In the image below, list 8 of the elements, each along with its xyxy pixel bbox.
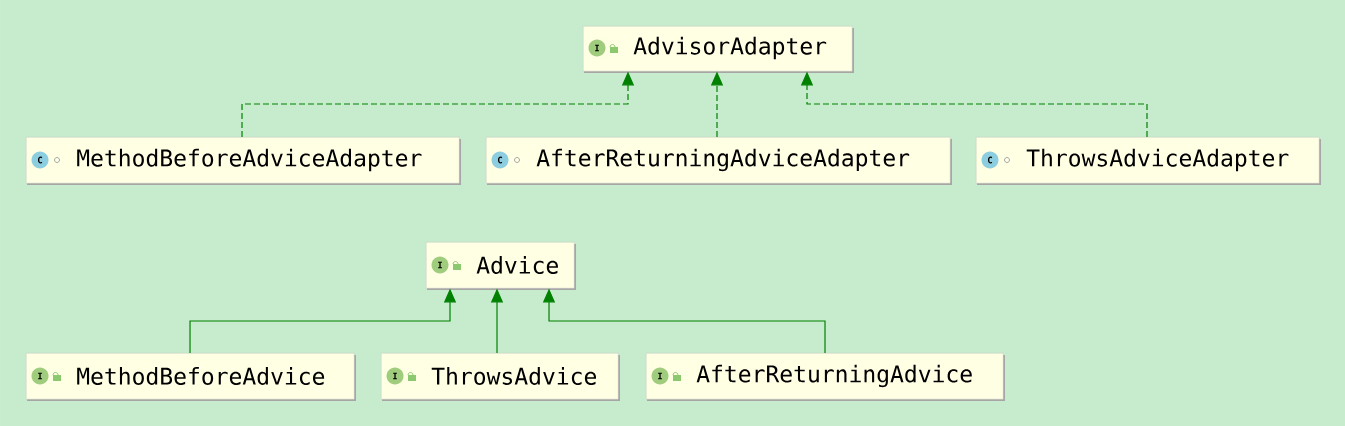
- type-badge: I: [386, 367, 404, 385]
- type-badge: C: [981, 151, 999, 169]
- type-badge: C: [491, 151, 509, 169]
- type-badge: I: [31, 367, 49, 385]
- type-badge: C: [31, 151, 49, 169]
- type-badge: I: [588, 39, 606, 57]
- type-badge: I: [651, 367, 669, 385]
- type-badge: I: [431, 256, 449, 274]
